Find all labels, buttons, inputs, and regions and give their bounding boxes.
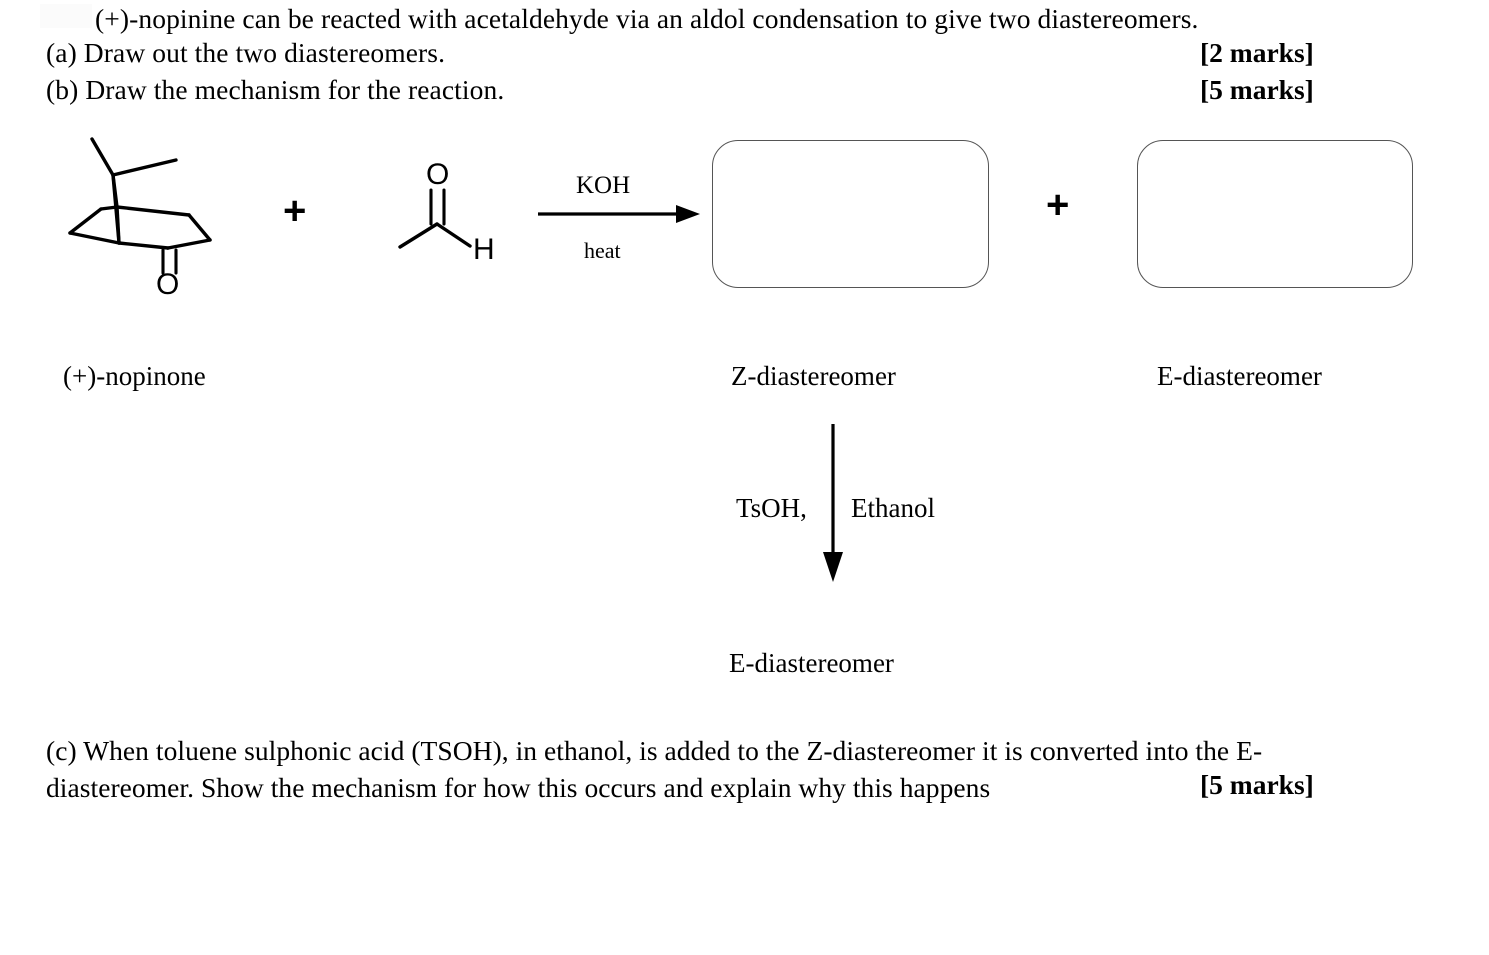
question-part-c-line1: (c) When toluene sulphonic acid (TSOH), … [46,735,1263,766]
bond-c1-to-rear [99,205,119,211]
bond-c1-c7 [115,205,191,217]
bond-methyl-right [111,158,178,177]
label-e-diastereomer: E-diastereomer [1157,361,1322,391]
nopinone-structure [68,137,212,275]
bond-carbonyl-c5 [117,241,170,250]
question-part-a: (a) Draw out the two diastereomers. [46,37,446,68]
marks-part-b: [5 marks] [1200,74,1314,105]
question-part-c-line2: diastereomer. Show the mechanism for how… [46,772,991,803]
arrow-head-vertical [823,552,843,582]
bond-acetaldehyde-methyl [398,222,439,249]
reagent-tsoh-label: TsOH, [736,493,807,523]
z-diastereomer-answer-box[interactable] [712,140,989,288]
reagent-heat-label: heat [584,238,621,263]
e-diastereomer-answer-box[interactable] [1137,140,1413,288]
bond-c1-c5 [115,205,121,245]
plus-sign-products: + [1046,183,1070,227]
nopinone-oxygen-atom-label: O [156,268,180,301]
bond-rear-to-left [68,207,103,235]
label-z-diastereomer: Z-diastereomer [731,361,896,391]
reagent-ethanol-label: Ethanol [851,493,935,523]
reagent-koh-label: KOH [576,172,631,199]
plus-sign-reactants: + [283,189,307,233]
reaction-arrow-horizontal [538,205,700,223]
bond-left-to-c5 [68,231,121,245]
label-e-diastereomer-product: E-diastereomer [729,648,894,678]
marks-part-a: [2 marks] [1200,37,1314,68]
bond-c6-carbonyl [166,238,212,250]
acetaldehyde-oxygen-atom-label: O [426,158,450,191]
question-stem: (+)-nopinine can be reacted with acetald… [95,3,1199,34]
question-number-blank [40,4,92,28]
bond-acetaldehyde-hydrogen [435,222,472,248]
acetaldehyde-structure [398,188,472,249]
acetaldehyde-hydrogen-atom-label: H [473,233,495,266]
marks-part-c: [5 marks] [1200,769,1314,800]
question-part-b: (b) Draw the mechanism for the reaction. [46,74,505,105]
bond-methyl-up-left [90,137,115,177]
bond-c7-c6 [187,213,212,242]
label-nopinone: (+)-nopinone [63,361,206,391]
arrow-head [676,205,700,223]
